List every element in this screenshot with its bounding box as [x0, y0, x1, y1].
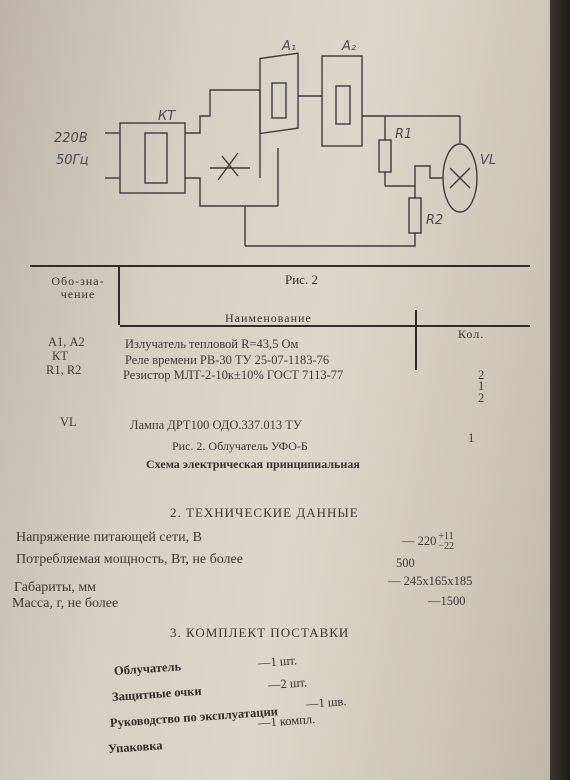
row-designation: R1, R2: [46, 363, 82, 377]
row-qty: 1: [478, 379, 485, 393]
frequency-label: 50Гц: [56, 153, 89, 168]
spec-label: Масса, г, не более: [12, 596, 119, 611]
kit-item-label: Защитные очки: [111, 683, 203, 704]
row-qty: 2: [478, 368, 485, 382]
document-sheet: 220В 50Гц КТ А₁ А₂ R1 R2 VL Рис. 2 Обо-з…: [0, 0, 556, 780]
spec-value: 500: [396, 556, 415, 570]
kit-item-qty: —1 компл.: [257, 712, 316, 730]
spec-value: — 245х165х185: [388, 574, 473, 588]
row-designation: А1, А2: [48, 335, 85, 349]
kit-item-qty: —1 шт.: [257, 653, 298, 670]
spec-value: —1500: [428, 594, 466, 608]
r1-label: R1: [395, 127, 412, 142]
voltage-label: 220В: [54, 131, 88, 146]
header-qty: Кол.: [458, 327, 485, 341]
spec-value: — 220+11−22: [402, 531, 455, 552]
spec-tolerance-minus: −22: [438, 541, 455, 552]
a1-label: А₁: [281, 39, 296, 54]
technical-heading: 2. ТЕХНИЧЕСКИЕ ДАННЫЕ: [170, 505, 359, 520]
row-qty: 1: [468, 431, 475, 445]
kit-item-qty: —1 шв.: [305, 694, 347, 711]
a2-label: А₂: [341, 39, 356, 54]
circuit-schematic: 220В 50Гц КТ А₁ А₂ R1 R2 VL: [54, 39, 496, 247]
spec-value-main: 1500: [440, 594, 466, 608]
figure-caption: Рис. 2: [285, 272, 318, 287]
row-name: Излучатель тепловой R=43,5 Ом: [125, 337, 299, 351]
vl-label: VL: [480, 153, 496, 168]
kit-item-label: Руководство по эксплуатации: [109, 704, 279, 730]
spec-value-main: 245х165х185: [403, 574, 473, 588]
spec-value-main: 220: [417, 533, 437, 548]
row-name: Реле времени РВ-30 ТУ 25-07-1183-76: [125, 353, 330, 367]
header-designation: Обо-зна-чение: [51, 274, 105, 301]
row-name: Резистор МЛТ-2-10к±10% ГОСТ 7113-77: [123, 368, 344, 382]
spec-label: Напряжение питающей сети, В: [16, 530, 202, 545]
spec-label: Потребляемая мощность, Вт, не более: [16, 552, 243, 567]
background-edge: [550, 0, 570, 780]
row-qty: 2: [478, 391, 485, 405]
kit-item-qty: —2 шт.: [267, 675, 308, 692]
header-name: Наименование: [225, 311, 312, 325]
row-designation: VL: [60, 415, 77, 429]
spec-tolerance-plus: +11: [438, 531, 454, 542]
kit-heading: 3. КОМПЛЕКТ ПОСТАВКИ: [170, 625, 350, 640]
table-subcaption: Схема электрическая принципиальная: [146, 457, 360, 471]
kit-item-label: Упаковка: [107, 738, 163, 756]
table-caption: Рис. 2. Облучатель УФО-Б: [172, 439, 308, 453]
row-name: Лампа ДРТ100 ОДО.337.013 ТУ: [130, 418, 302, 432]
kit-item-label: Облучатель: [113, 659, 182, 678]
row-designation: КТ: [52, 349, 68, 363]
components-table: Обо-зна-чение Наименование Кол. А1, А2 И…: [30, 265, 530, 471]
kt-label: КТ: [158, 109, 176, 124]
r2-label: R2: [426, 213, 443, 228]
spec-label: Габариты, мм: [14, 580, 97, 595]
